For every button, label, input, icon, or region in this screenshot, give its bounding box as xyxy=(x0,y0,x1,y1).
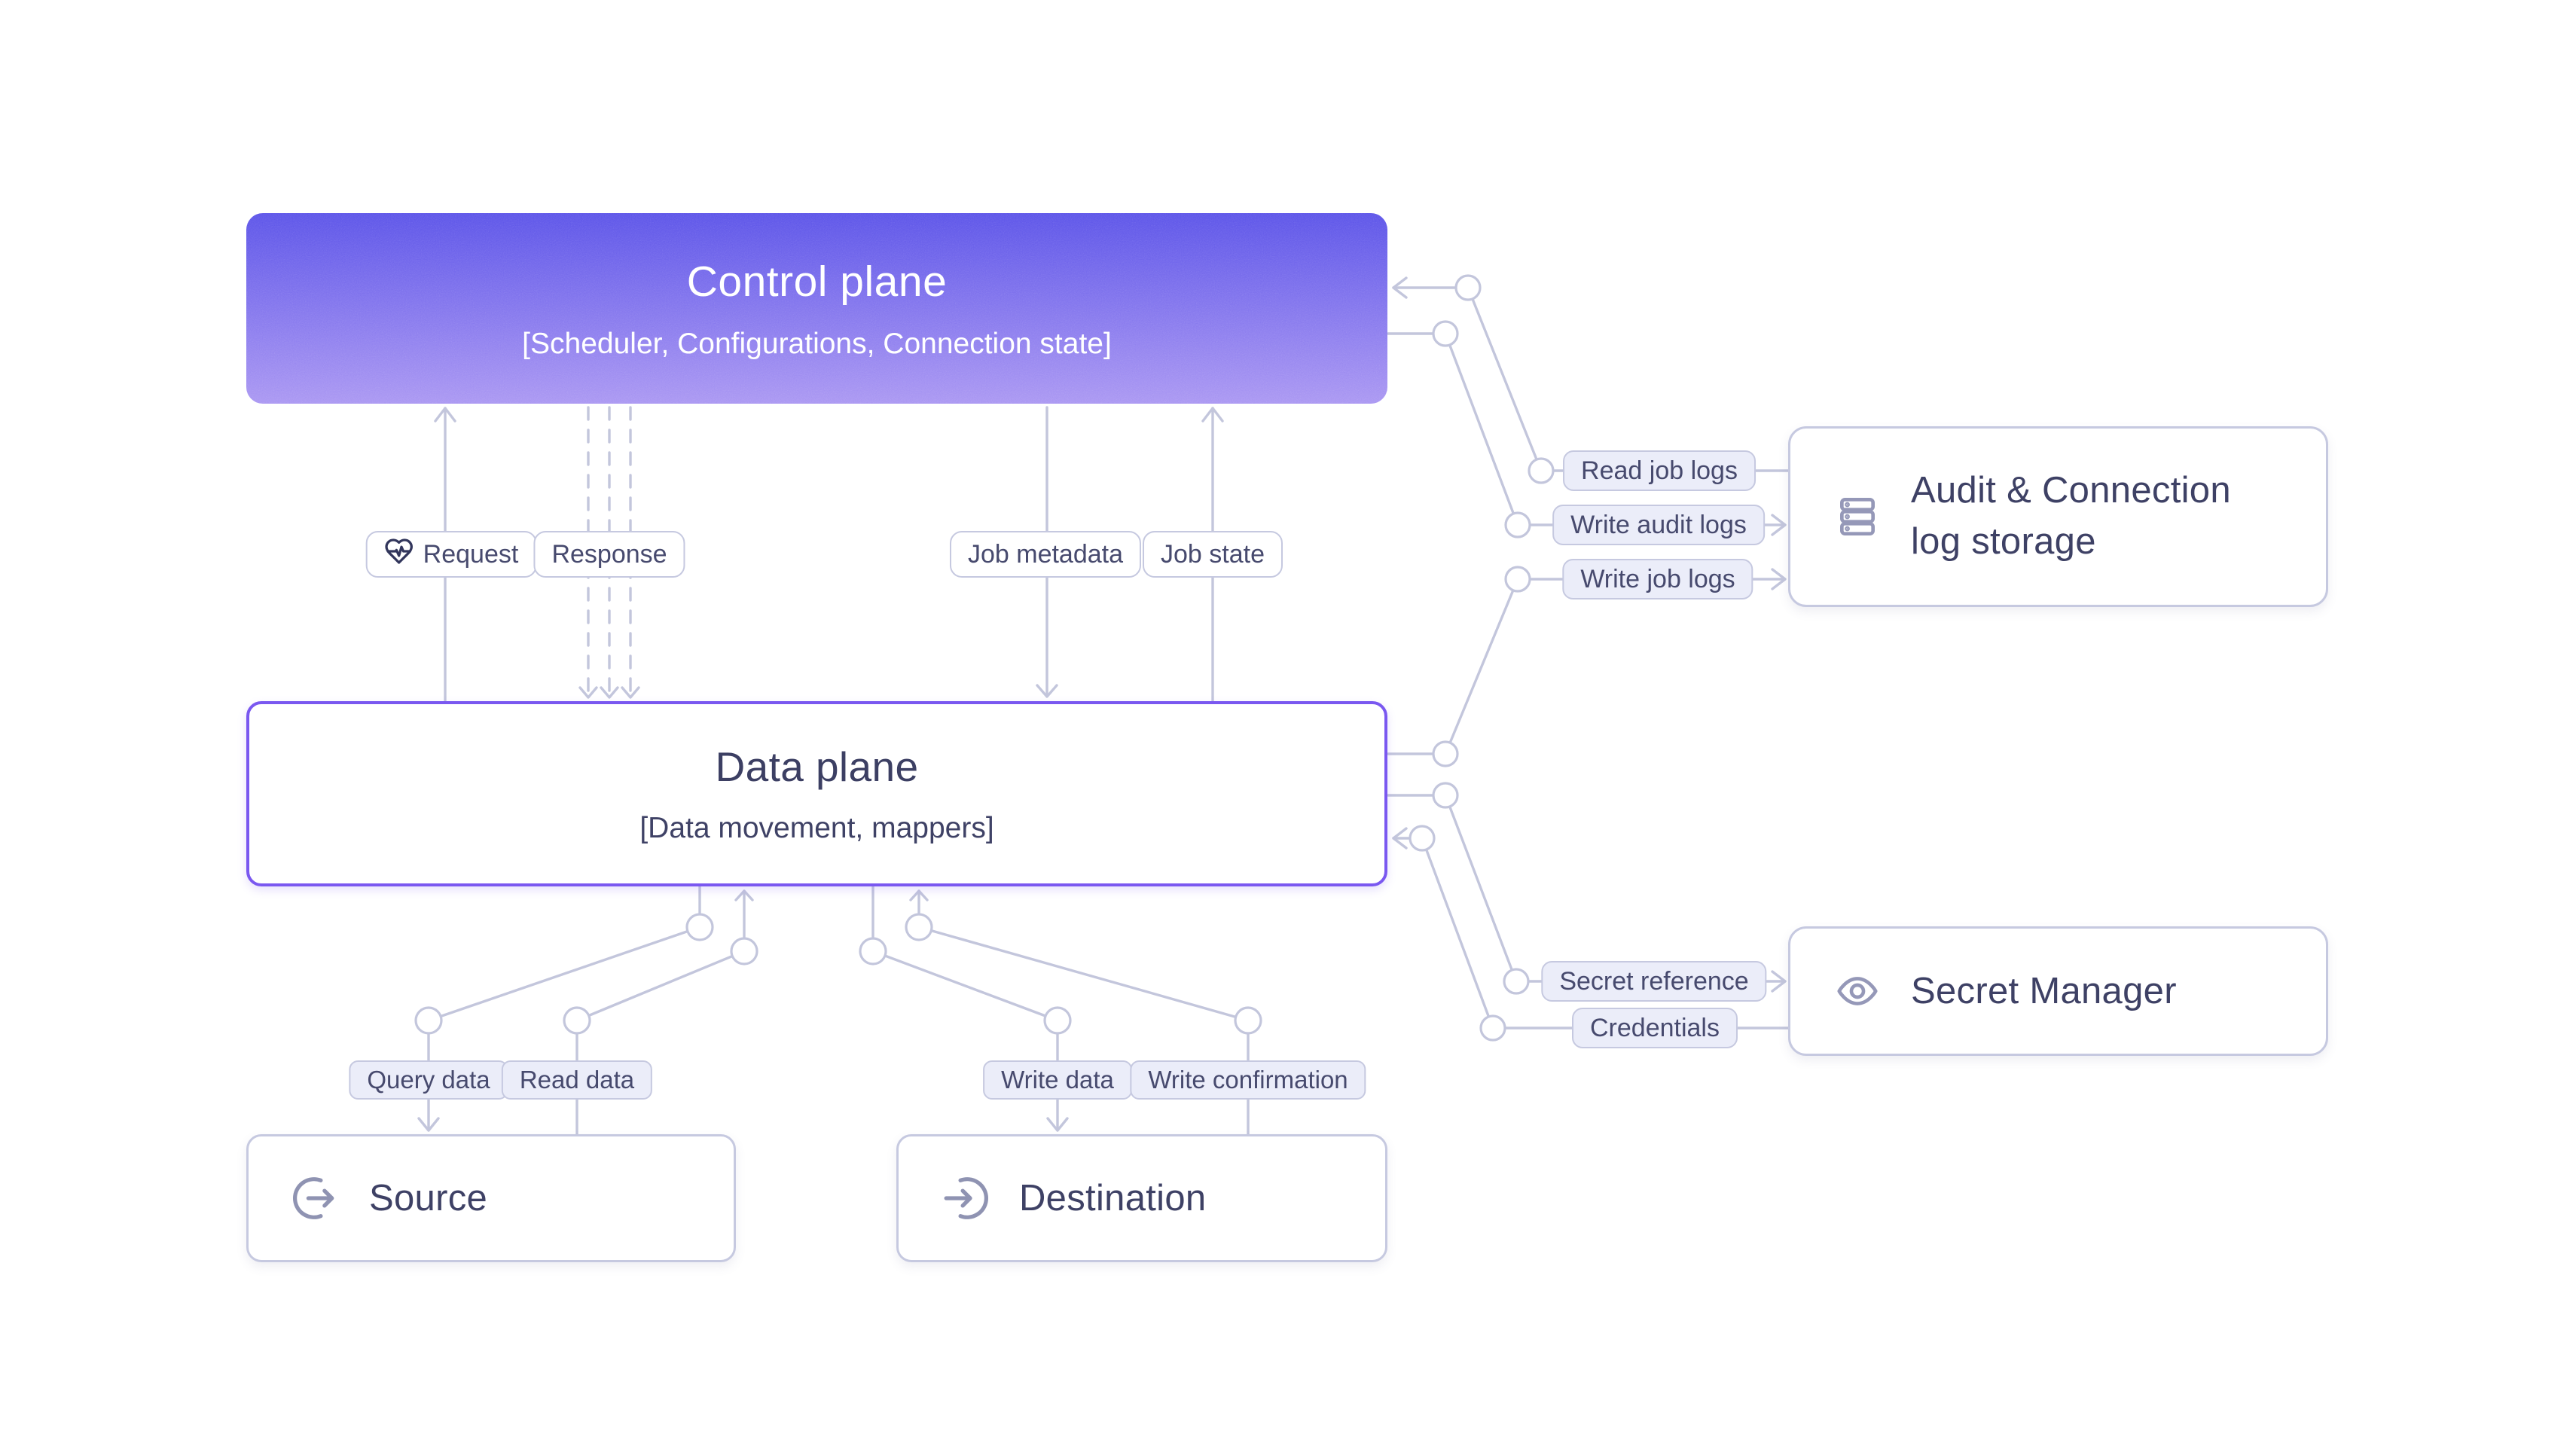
edge-label-text: Write job logs xyxy=(1580,564,1735,593)
edge-label-text: Job state xyxy=(1161,539,1265,569)
edge-read-data-line xyxy=(575,889,754,1136)
edge-label-text: Write confirmation xyxy=(1148,1066,1348,1094)
arrow-into-circle-icon xyxy=(941,1173,990,1223)
edge-label-write-job-logs: Write job logs xyxy=(1562,559,1753,599)
arrow-out-of-circle-icon xyxy=(291,1173,340,1223)
junction-nodes xyxy=(414,274,1555,1042)
data-plane-box: Data plane [Data movement, mappers] xyxy=(246,701,1387,886)
edge-label-text: Read data xyxy=(519,1066,635,1094)
edge-label-text: Request xyxy=(423,539,519,569)
edge-label-text: Write data xyxy=(1001,1066,1114,1094)
edge-read-job-logs-line xyxy=(1392,276,1790,472)
noise-texture xyxy=(246,213,1387,404)
edge-label-text: Write audit logs xyxy=(1570,510,1747,539)
data-plane-subtitle: [Data movement, mappers] xyxy=(639,812,994,844)
audit-log-storage-title: Audit & Connection log storage xyxy=(1911,470,2231,562)
source-title: Source xyxy=(369,1178,488,1219)
destination-title: Destination xyxy=(1019,1178,1207,1219)
edge-label-text: Query data xyxy=(367,1066,490,1094)
edge-label-request: Request xyxy=(365,531,537,578)
heart-pulse-icon xyxy=(384,536,414,573)
edge-label-text: Secret reference xyxy=(1559,966,1749,996)
eye-icon xyxy=(1834,968,1881,1014)
edge-label-secret-reference: Secret reference xyxy=(1541,961,1767,1002)
control-plane-box: Control plane [Scheduler, Configurations… xyxy=(246,213,1387,404)
control-plane-subtitle: [Scheduler, Configurations, Connection s… xyxy=(522,327,1112,360)
destination-box: Destination xyxy=(896,1134,1387,1262)
secret-manager-title: Secret Manager xyxy=(1911,971,2177,1011)
edge-label-read-job-logs: Read job logs xyxy=(1563,450,1756,491)
edge-label-text: Read job logs xyxy=(1581,456,1738,485)
edge-label-read-data: Read data xyxy=(501,1060,653,1100)
edge-label-write-data: Write data xyxy=(983,1060,1132,1100)
audit-log-storage-box: Audit & Connection log storage xyxy=(1788,426,2328,607)
edge-label-write-audit-logs: Write audit logs xyxy=(1552,505,1765,545)
secret-manager-box: Secret Manager xyxy=(1788,926,2328,1056)
edge-label-query-data: Query data xyxy=(349,1060,508,1100)
edge-label-response: Response xyxy=(533,531,685,578)
edge-label-text: Job metadata xyxy=(967,539,1124,569)
edge-label-credentials: Credentials xyxy=(1572,1008,1738,1048)
server-stack-icon xyxy=(1834,493,1881,540)
edge-label-text: Response xyxy=(551,539,667,569)
edge-label-text: Credentials xyxy=(1590,1013,1720,1042)
source-box: Source xyxy=(246,1134,736,1262)
edge-label-job-metadata: Job metadata xyxy=(949,531,1142,578)
control-plane-title: Control plane xyxy=(686,257,948,306)
edge-label-write-confirmation: Write confirmation xyxy=(1130,1060,1366,1100)
data-plane-title: Data plane xyxy=(715,743,919,790)
edge-label-job-state: Job state xyxy=(1143,531,1283,578)
